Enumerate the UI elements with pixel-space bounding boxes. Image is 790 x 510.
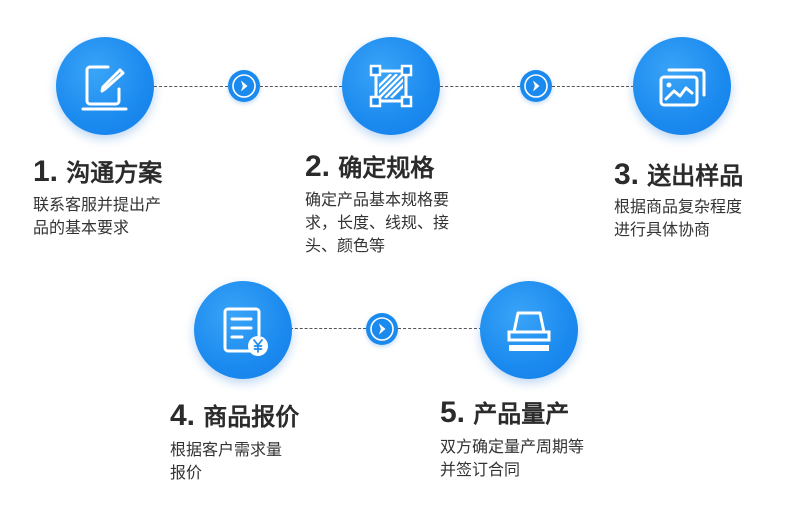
description-line: 进行具体协商: [614, 220, 711, 239]
description-line: 求，长度、线规、接: [305, 213, 450, 232]
description-line: 双方确定量产周期等: [440, 437, 585, 456]
step-4-description: 根据客户需求量 报价: [170, 438, 282, 484]
step-5-name: 产品量产: [473, 400, 570, 428]
connector-line: [398, 328, 482, 329]
step-5-icon-circle: [480, 281, 578, 379]
production-stack-icon: [507, 311, 551, 351]
sample-image-icon: [659, 68, 706, 107]
description-line: 根据商品复杂程度: [614, 197, 743, 216]
description-line: 头、颜色等: [305, 236, 386, 255]
step-4-number: 4.: [170, 399, 196, 432]
step-2-name: 确定规格: [338, 154, 435, 182]
chevron-right-arrow-icon: [366, 313, 398, 345]
connector-line: [440, 86, 520, 87]
step-4-icon-circle: [194, 281, 292, 379]
step-1-description: 联系客服并提出产 品的基本要求: [33, 193, 161, 239]
step-5-title: 5. 产品量产: [440, 398, 569, 429]
step-2-description: 确定产品基本规格要 求，长度、线规、接 头、颜色等: [305, 188, 449, 257]
step-3-name: 送出样品: [647, 162, 744, 190]
connector-line: [154, 86, 228, 87]
step-1-number: 1.: [33, 155, 59, 188]
crop-size-icon: [369, 64, 413, 108]
step-1-icon-circle: [56, 37, 154, 135]
step-2-number: 2.: [305, 150, 331, 183]
description-line: 确定产品基本规格要: [305, 190, 450, 209]
description-line: 联系客服并提出产: [33, 195, 162, 214]
step-5-number: 5.: [440, 396, 466, 429]
description-line: 并签订合同: [440, 460, 521, 479]
step-2-title: 2. 确定规格: [305, 152, 434, 183]
step-3-number: 3.: [614, 158, 640, 191]
step-1-title: 1. 沟通方案: [33, 157, 162, 188]
step-5-description: 双方确定量产周期等 并签订合同: [440, 435, 584, 481]
connector-line: [260, 86, 342, 87]
step-2-icon-circle: [342, 37, 440, 135]
step-1-name: 沟通方案: [66, 159, 163, 187]
connector-line: [552, 86, 634, 87]
quote-document-icon: [223, 307, 268, 356]
description-line: 根据客户需求量: [170, 440, 283, 459]
description-line: 报价: [170, 463, 203, 482]
chevron-right-arrow-icon: [228, 70, 260, 102]
edit-icon: [81, 65, 128, 111]
connector-line: [290, 328, 366, 329]
step-3-description: 根据商品复杂程度 进行具体协商: [614, 195, 742, 241]
chevron-right-arrow-icon: [520, 70, 552, 102]
step-4-title: 4. 商品报价: [170, 401, 299, 432]
description-line: 品的基本要求: [33, 218, 130, 237]
step-3-title: 3. 送出样品: [614, 160, 743, 191]
step-4-name: 商品报价: [203, 403, 300, 431]
step-3-icon-circle: [633, 37, 731, 135]
